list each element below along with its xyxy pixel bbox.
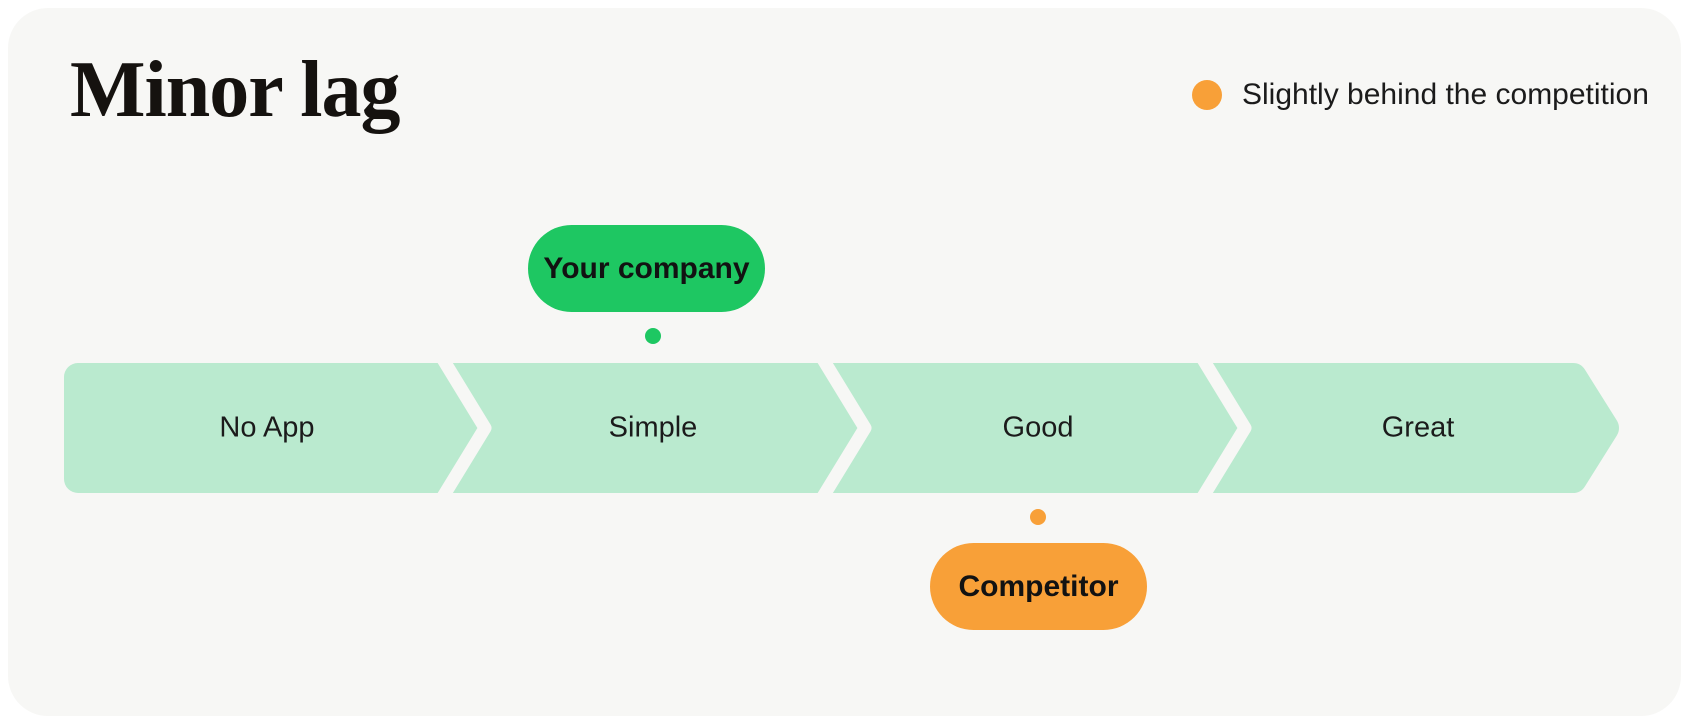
legend-orange-dot-icon	[1192, 79, 1222, 110]
stage-label-good: Good	[1002, 411, 1074, 444]
stage-label-no-app: No App	[219, 411, 315, 444]
legend: Slightly behind the competition	[1192, 79, 1649, 110]
competitor-position-dot	[1030, 509, 1046, 525]
your-company-position-dot	[645, 328, 661, 344]
your-company-pill: Your company	[528, 225, 765, 312]
chevron-separator-2	[815, 352, 872, 504]
stage-label-simple: Simple	[608, 411, 698, 444]
card-background	[8, 8, 1681, 716]
chevron-separator-3	[1195, 352, 1252, 504]
stage-label-great: Great	[1381, 411, 1455, 444]
page-title: Minor lag	[70, 46, 401, 134]
legend-label: Slightly behind the competition	[1242, 78, 1649, 111]
chevron-separator-1	[435, 352, 492, 504]
competitor-pill: Competitor	[930, 543, 1147, 630]
